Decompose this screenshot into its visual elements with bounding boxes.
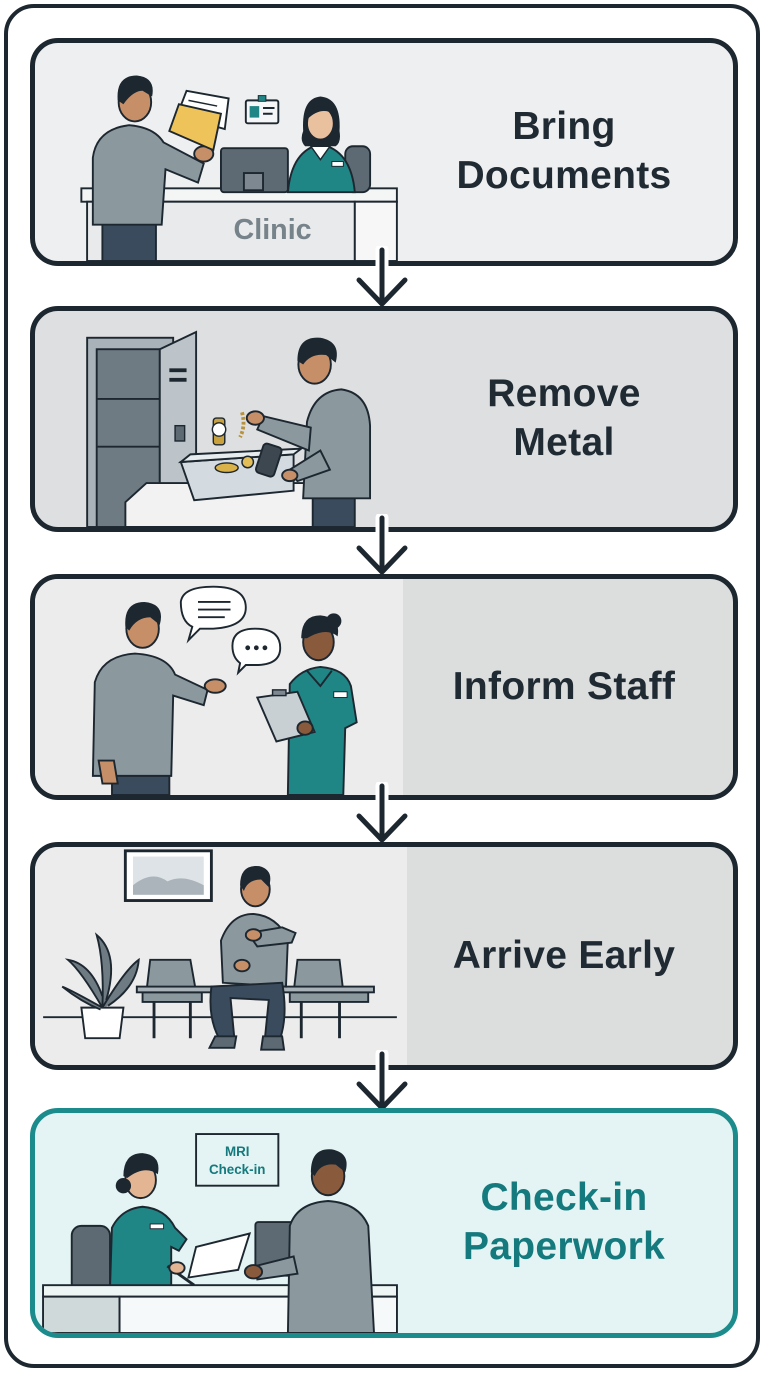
down-arrow-icon [351,511,413,580]
clinic-sign: Clinic [234,214,312,246]
step-bring-documents: Clinic Bring Documents [30,38,738,266]
down-arrow-icon [351,779,413,848]
step-label: Arrive Early [452,933,676,977]
reception-desk-illustration: Clinic [80,75,398,261]
down-arrow-icon [351,243,413,312]
step-arrive-early: Arrive Early [30,842,738,1070]
step-label: Inform Staff [452,664,676,708]
step-remove-metal: Remove Metal [30,306,738,532]
waiting-room-illustration [43,849,397,1051]
step-label: Bring Documents [456,105,672,197]
conversation-illustration [91,585,358,795]
mri-sign-line1: MRI [225,1144,250,1159]
mri-sign-line2: Check-in [209,1162,266,1177]
step-label: Remove Metal [487,372,641,464]
check-in-desk-illustration: MRI Check-in [42,1133,398,1333]
step-inform-staff: Inform Staff [30,574,738,800]
step-label: Check-in Paperwork [462,1176,666,1268]
down-arrow-icon [351,1047,413,1116]
locker-illustration [86,330,372,527]
step-check-in-paperwork: MRI Check-in Check-in Paperwork [30,1108,738,1338]
